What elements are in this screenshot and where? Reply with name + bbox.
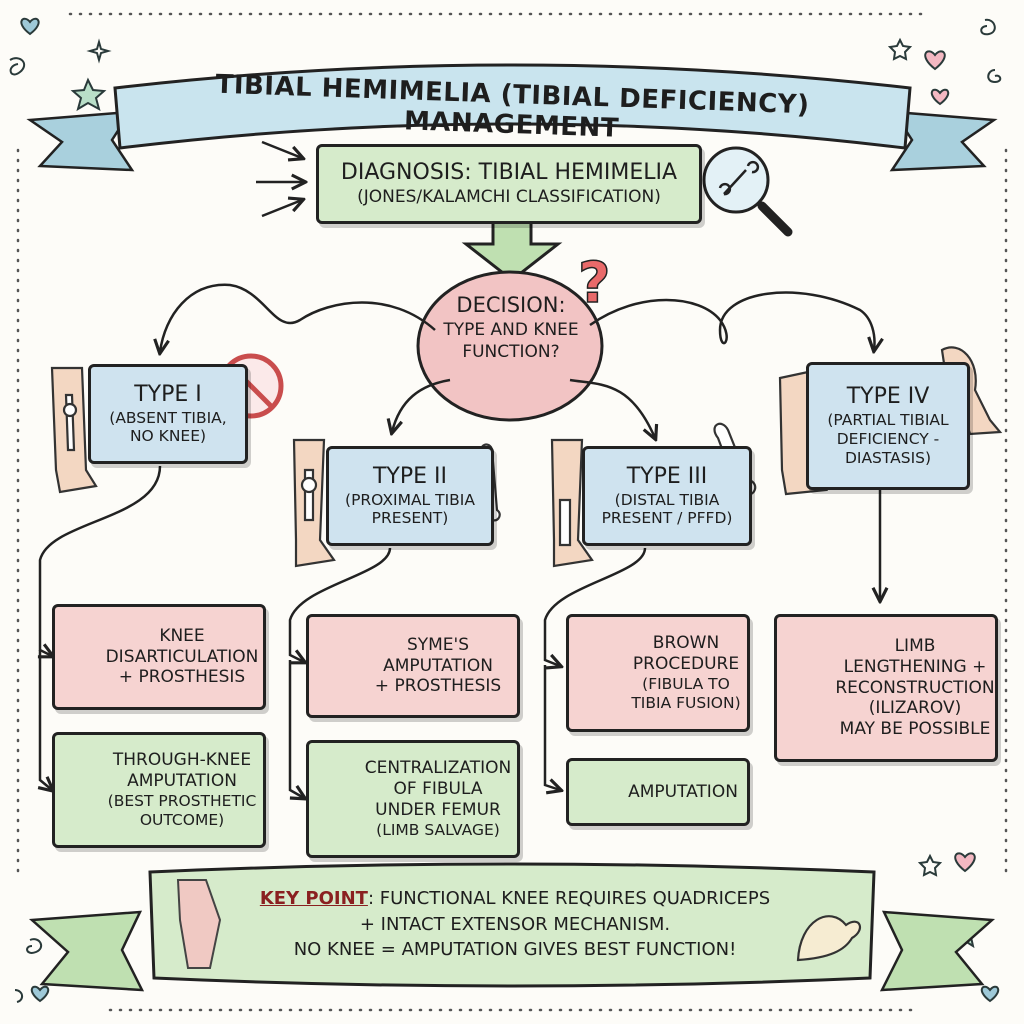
option-through-knee-amputation: THROUGH-KNEE AMPUTATION (BEST PROSTHETIC…	[52, 732, 266, 848]
knee-joint-icon	[176, 879, 222, 969]
down-arrow	[461, 220, 563, 282]
option-line: KNEE	[159, 625, 205, 646]
swirl-icon	[980, 18, 996, 36]
option-line: PROCEDURE	[632, 654, 740, 675]
connector-lines	[40, 465, 880, 798]
heart-icon	[924, 50, 946, 71]
type-ii-box: TYPE II (PROXIMAL TIBIA PRESENT)	[326, 446, 494, 546]
option-line: TIBIA FUSION)	[631, 693, 741, 712]
key-point-line-2: + INTACT EXTENSOR MECHANISM.	[359, 913, 671, 935]
diagnosis-subtitle: (JONES/KALAMCHI CLASSIFICATION)	[357, 187, 661, 208]
option-line: CENTRALIZATION	[364, 758, 512, 779]
option-line: (BEST PROSTHETIC	[107, 791, 257, 810]
option-line: OF FIBULA	[393, 779, 483, 800]
flexed-arm-icon	[796, 915, 862, 962]
type-iii-box: TYPE III (DISTAL TIBIA PRESENT / PFFD)	[582, 446, 752, 546]
key-point-line-3: NO KNEE = AMPUTATION GIVES BEST FUNCTION…	[293, 939, 737, 961]
type-iv-line-1: (PARTIAL TIBIAL	[827, 411, 949, 430]
option-line: THROUGH-KNEE	[112, 750, 252, 771]
option-line: OUTCOME)	[139, 810, 225, 829]
bone-icon	[558, 498, 572, 547]
star-icon	[86, 38, 112, 64]
swirl-icon	[26, 938, 43, 954]
option-knee-disarticulation: KNEE DISARTICULATION + PROSTHESIS	[52, 604, 266, 710]
dotted-frame	[16, 12, 1008, 1012]
type-i-line-2: NO KNEE)	[129, 427, 207, 446]
type-iv-line-3: DIASTASIS)	[844, 448, 932, 467]
type-ii-line-1: (PROXIMAL TIBIA	[345, 490, 475, 509]
type-iii-line-1: (DISTAL TIBIA	[614, 490, 720, 509]
option-line: RECONSTRUCTION	[835, 677, 995, 698]
option-line: (LIMB SALVAGE)	[376, 820, 500, 839]
type-iii-line-2: PRESENT / PFFD)	[601, 509, 733, 528]
option-line: UNDER FEMUR	[375, 799, 501, 820]
star-icon	[887, 37, 913, 61]
option-line: + PROSTHESIS	[118, 667, 246, 688]
heart-icon	[930, 88, 950, 106]
decision-line-2: TYPE AND KNEE	[443, 320, 579, 341]
key-point-label: KEY POINT	[259, 888, 368, 909]
option-line: AMPUTATION	[628, 781, 738, 802]
option-line: LIMB	[894, 636, 936, 657]
diagnosis-box: DIAGNOSIS: TIBIAL HEMIMELIA (JONES/KALAM…	[316, 144, 702, 224]
heart-icon	[30, 985, 50, 1003]
option-line: SYME'S	[406, 634, 470, 655]
option-line: AMPUTATION	[383, 655, 493, 676]
option-line: LENGTHENING +	[843, 656, 987, 677]
option-line: (FIBULA TO	[642, 674, 730, 693]
decision-branches	[160, 283, 874, 438]
question-mark-icon: ?	[578, 251, 610, 316]
option-symes-amputation: SYME'S AMPUTATION + PROSTHESIS	[306, 614, 520, 718]
option-line: + PROSTHESIS	[374, 676, 502, 697]
option-line: MAY BE POSSIBLE	[839, 719, 991, 740]
option-line: (ILIZAROV)	[868, 698, 962, 719]
key-point-ribbon	[28, 862, 996, 992]
magnifier-icon	[702, 146, 793, 237]
decision-text: DECISION: TYPE AND KNEE FUNCTION?	[426, 292, 596, 363]
option-brown-procedure: BROWN PROCEDURE (FIBULA TO TIBIA FUSION)	[566, 614, 750, 732]
type-i-line-1: (ABSENT TIBIA,	[109, 408, 227, 427]
star-icon	[917, 853, 943, 877]
heart-icon	[980, 985, 1000, 1003]
diagnosis-title: DIAGNOSIS: TIBIAL HEMIMELIA	[340, 160, 678, 186]
key-point-text: KEY POINT: FUNCTIONAL KNEE REQUIRES QUAD…	[225, 886, 805, 963]
option-limb-lengthening: LIMB LENGTHENING + RECONSTRUCTION (ILIZA…	[774, 614, 998, 762]
type-i-name: TYPE I	[134, 381, 202, 407]
option-line: AMPUTATION	[127, 771, 237, 792]
option-line: DISARTICULATION	[105, 646, 259, 667]
type-iv-box: TYPE IV (PARTIAL TIBIAL DEFICIENCY - DIA…	[806, 362, 970, 490]
type-ii-name: TYPE II	[372, 463, 447, 489]
option-centralization-of-fibula: CENTRALIZATION OF FIBULA UNDER FEMUR (LI…	[306, 740, 520, 858]
decision-line-3: FUNCTION?	[462, 342, 560, 363]
star-icon	[70, 77, 107, 112]
title-ribbon	[26, 63, 998, 172]
option-line: BROWN	[652, 633, 720, 654]
type-iv-line-2: DEFICIENCY -	[836, 429, 940, 448]
type-iv-name: TYPE IV	[846, 384, 930, 410]
swirl-icon	[9, 57, 26, 76]
option-amputation: AMPUTATION	[566, 758, 750, 826]
decision-line-1: DECISION:	[456, 293, 566, 317]
type-iii-name: TYPE III	[626, 463, 708, 489]
decision-node	[416, 270, 604, 422]
swirl-icon	[14, 989, 23, 1003]
heart-icon	[20, 17, 40, 36]
swirl-icon	[987, 69, 1002, 84]
key-point-line-1: : FUNCTIONAL KNEE REQUIRES QUADRICEPS	[367, 888, 771, 909]
input-arrows	[256, 140, 304, 218]
heart-icon	[954, 852, 976, 873]
type-i-box: TYPE I (ABSENT TIBIA, NO KNEE)	[88, 364, 248, 464]
type-ii-line-2: PRESENT)	[371, 509, 449, 528]
